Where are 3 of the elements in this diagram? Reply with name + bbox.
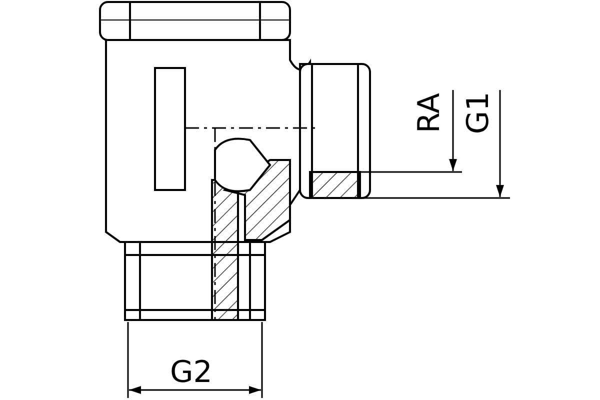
dimension-label: G1	[464, 92, 494, 134]
dimension-label: G2	[170, 358, 212, 388]
dimension-label: RA	[415, 92, 446, 134]
